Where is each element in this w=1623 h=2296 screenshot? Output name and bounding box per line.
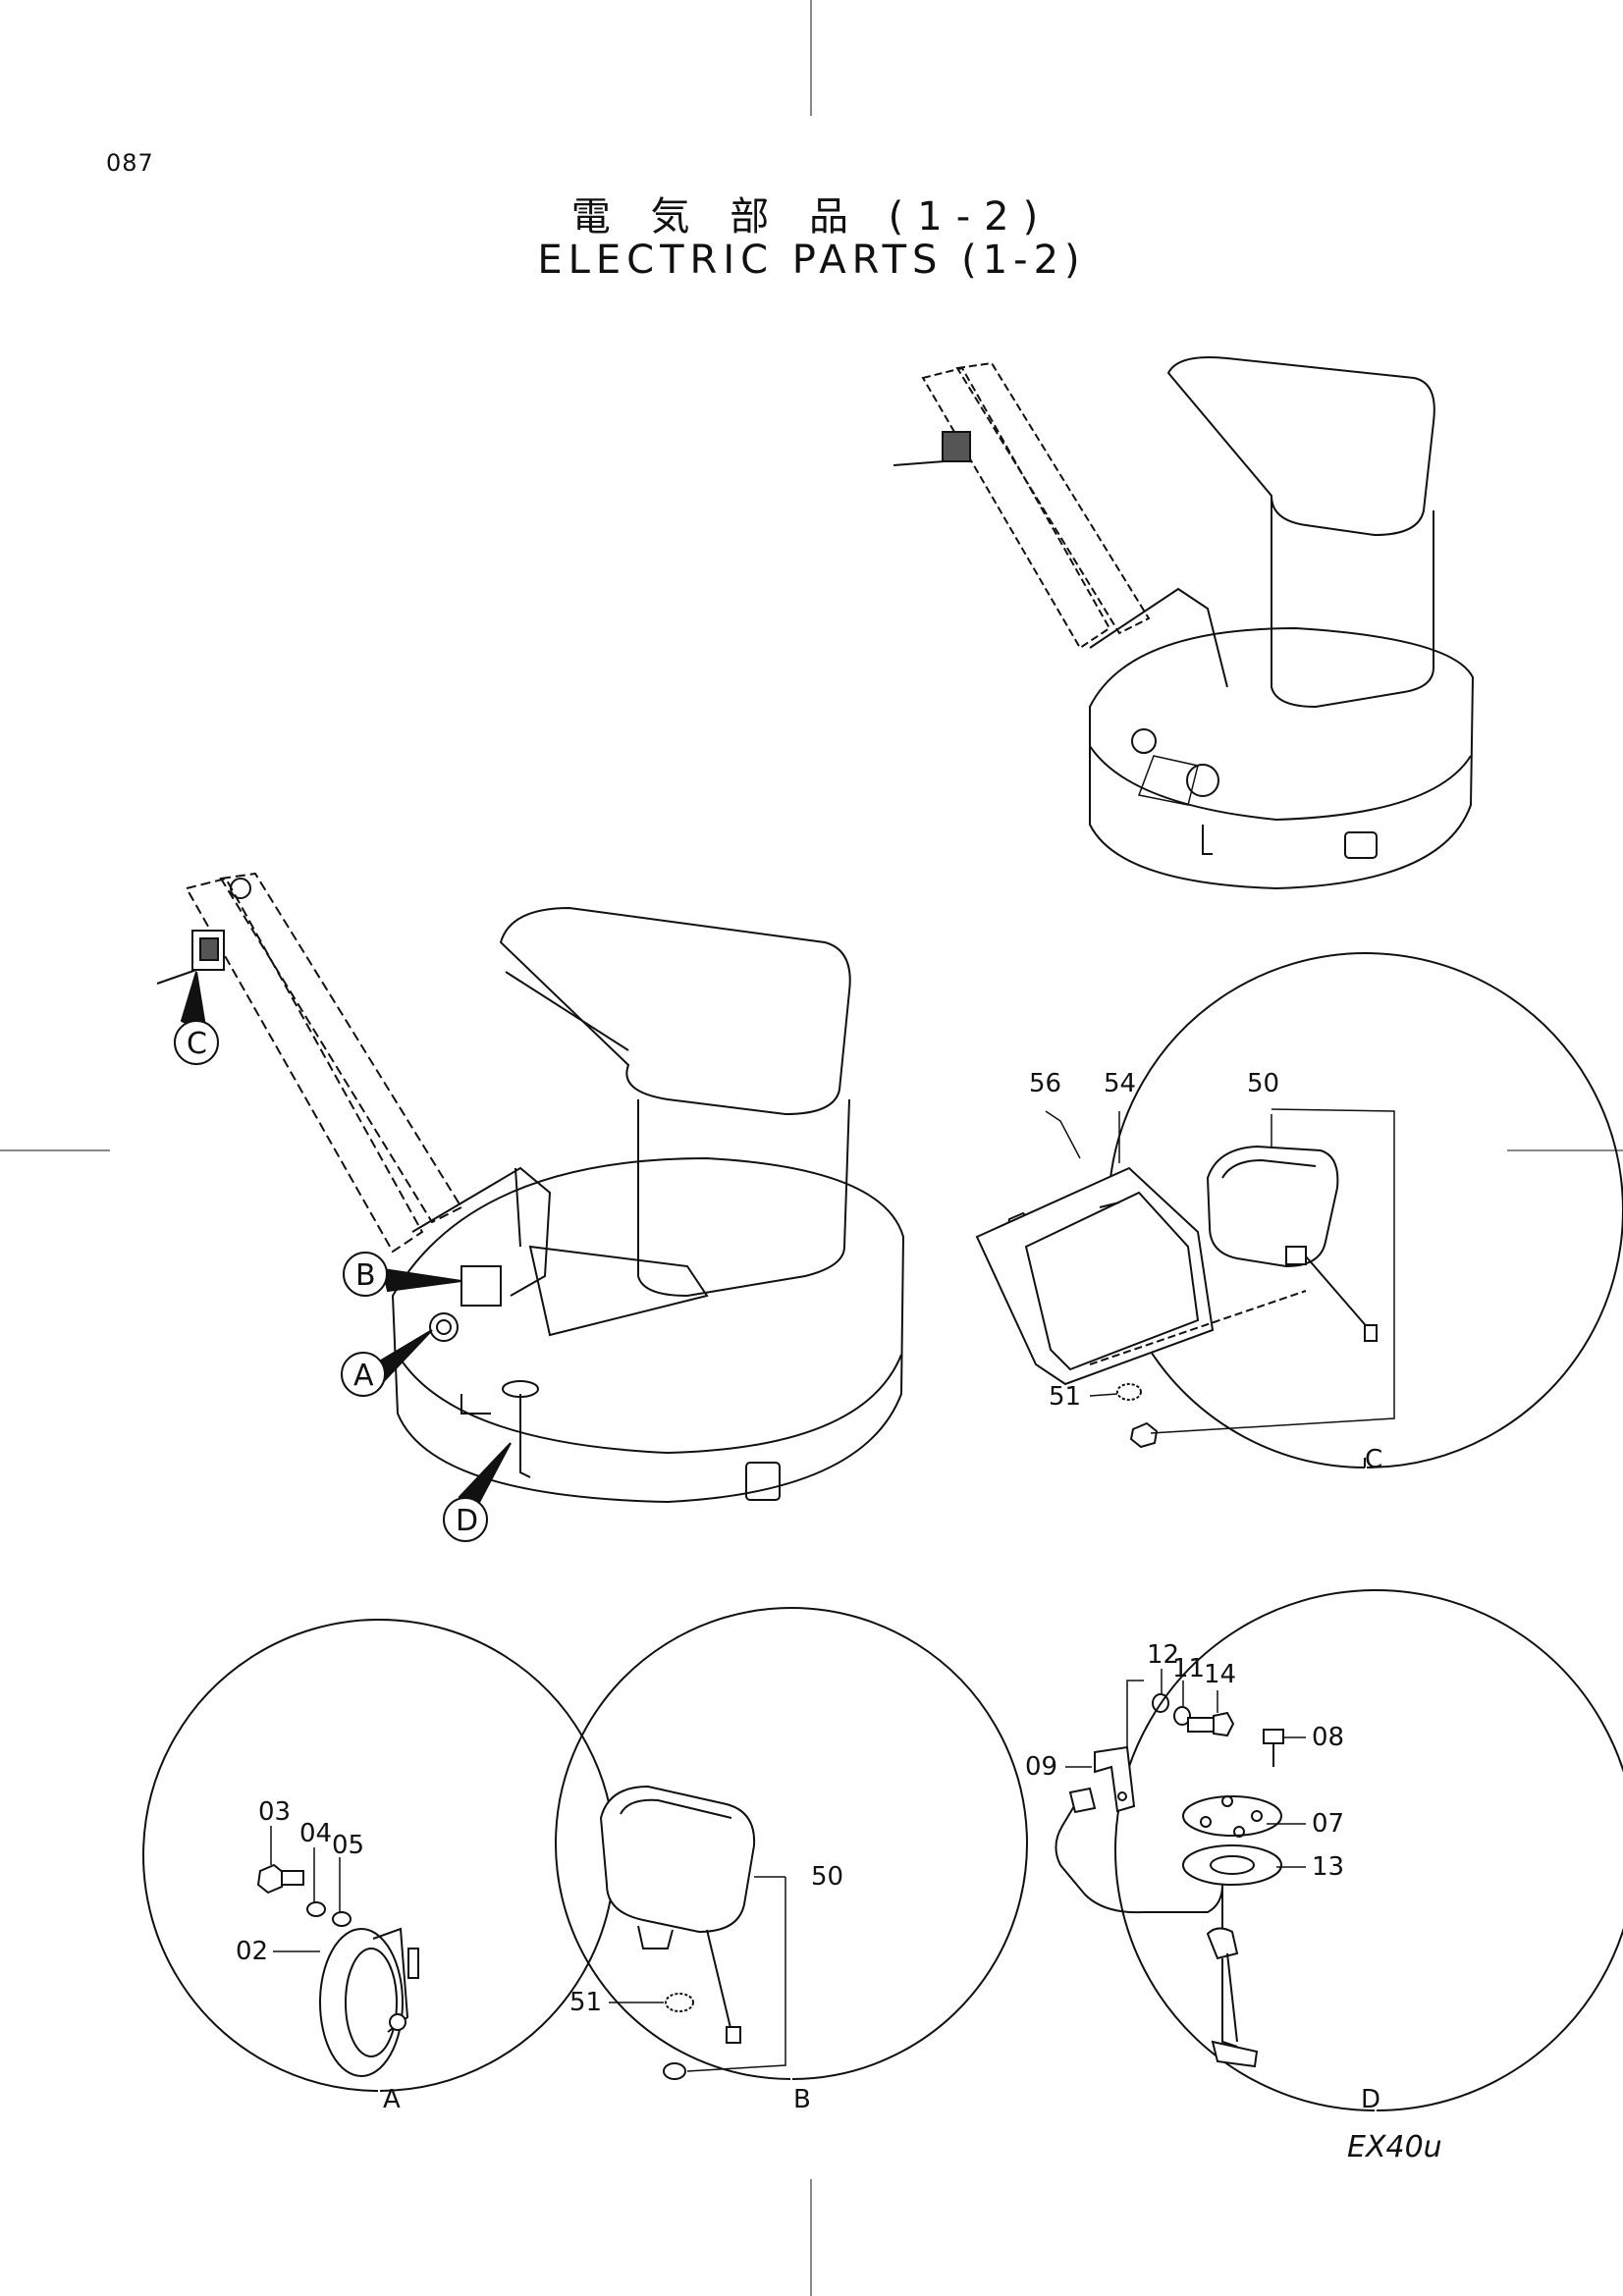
part-label-05: 05 [332, 1831, 364, 1860]
model-label: EX40u [1347, 2130, 1442, 2164]
callout-b-label: B [355, 1258, 376, 1293]
bolt-14-icon [1187, 1711, 1235, 1737]
title-english: ELECTRIC PARTS (1-2) [537, 238, 1086, 283]
callout-c[interactable]: C [174, 971, 219, 1065]
nut-b-icon [663, 2062, 686, 2080]
part-label-14: 14 [1204, 1660, 1236, 1689]
washer-12-icon [1152, 1693, 1169, 1713]
screw-08-icon [1263, 1729, 1284, 1767]
detail-a-caption: A [383, 2085, 401, 2114]
callout-b[interactable]: B [343, 1252, 462, 1297]
part-label-56: 56 [1029, 1069, 1061, 1098]
part-label-04: 04 [299, 1819, 332, 1848]
callout-d[interactable]: D [443, 1442, 512, 1542]
part-label-09: 09 [1025, 1752, 1057, 1782]
callout-a-label: A [353, 1359, 374, 1393]
part-label-51-b: 51 [569, 1988, 602, 2017]
detail-a: A 03 04 05 02 [142, 1619, 616, 2114]
detail-c-circle [1108, 952, 1623, 1468]
machine-main-view [156, 872, 905, 1504]
washer-51-icon [1116, 1383, 1142, 1401]
part-label-08: 08 [1312, 1723, 1344, 1752]
part-label-07: 07 [1312, 1809, 1344, 1839]
part-label-03: 03 [258, 1797, 291, 1827]
gasket-13-icon [1182, 1844, 1282, 1886]
washer-05-icon [332, 1911, 352, 1927]
washer-04-icon [306, 1901, 326, 1917]
bolt-03-icon [256, 1863, 304, 1895]
bracket-09-icon [1094, 1745, 1136, 1813]
horn-02-icon [319, 1927, 419, 2077]
sender-plate-07-icon [1182, 1795, 1282, 1838]
page-number: 087 [106, 149, 154, 177]
detail-c: C 56 54 50 51 [975, 952, 1623, 1474]
callout-d-label: D [456, 1504, 478, 1538]
detail-c-caption: C [1365, 1445, 1382, 1474]
washer-11-icon [1173, 1706, 1191, 1726]
nut-icon [1129, 1421, 1159, 1449]
detail-d: D [1025, 1589, 1623, 2114]
part-label-11: 11 [1172, 1654, 1205, 1683]
detail-a-circle [142, 1619, 616, 2092]
detail-d-circle [1114, 1589, 1623, 2111]
bracket-54-icon [975, 1166, 1307, 1386]
machine-overview-small [893, 356, 1475, 890]
part-label-02: 02 [236, 1937, 268, 1966]
part-label-50: 50 [1247, 1069, 1279, 1098]
callout-c-label: C [187, 1027, 207, 1061]
detail-b-circle [555, 1607, 1028, 2080]
part-label-13: 13 [1312, 1852, 1344, 1882]
detail-b: B 50 51 [555, 1607, 1028, 2114]
part-label-50-b: 50 [811, 1862, 843, 1892]
part-label-12: 12 [1147, 1640, 1179, 1670]
part-label-51: 51 [1049, 1382, 1081, 1412]
detail-b-caption: B [793, 2085, 811, 2114]
part-label-54: 54 [1104, 1069, 1136, 1098]
detail-d-caption: D [1361, 2085, 1380, 2114]
lamp-50-b-icon [599, 1785, 756, 2044]
lamp-50-icon [1206, 1145, 1378, 1342]
washer-51-b-icon [665, 1993, 694, 2012]
title-japanese: 電 気 部 品 (1-2) [570, 194, 1053, 240]
callout-a[interactable]: A [341, 1329, 433, 1397]
